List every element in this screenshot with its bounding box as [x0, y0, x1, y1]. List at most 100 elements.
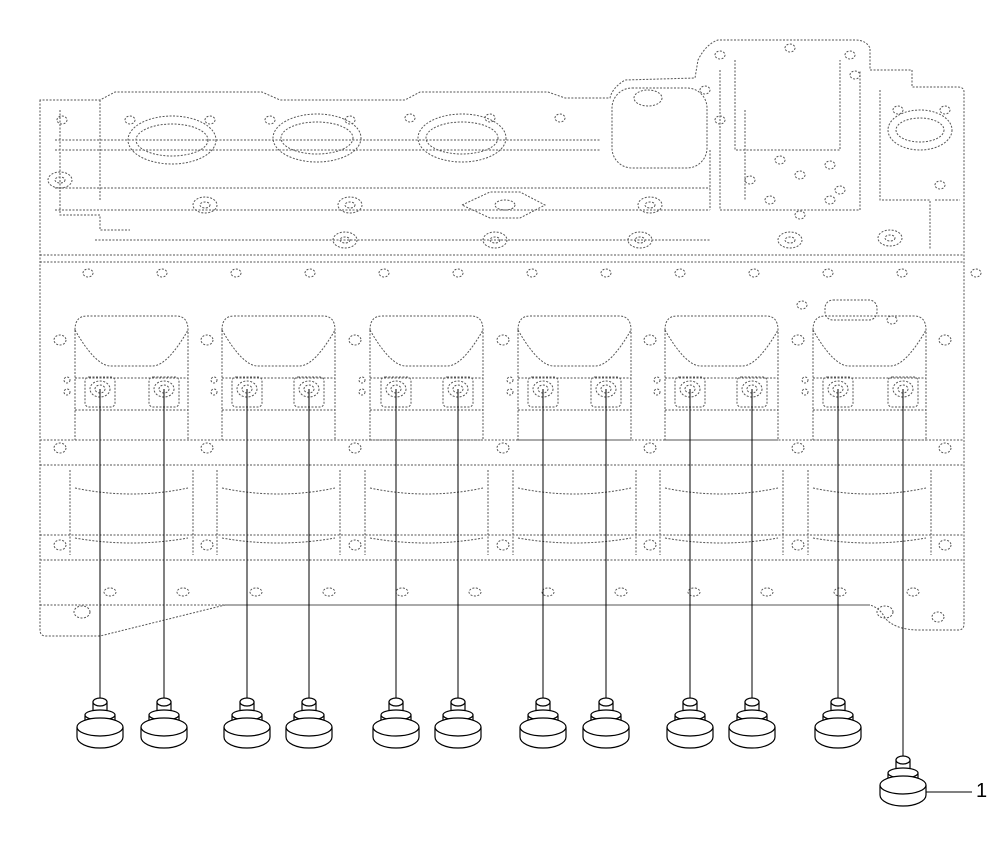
rib-hole	[496, 539, 510, 551]
plug-seat-hole	[600, 384, 612, 394]
deck-boss	[877, 229, 903, 247]
part-number-label: 1	[976, 780, 988, 802]
deck-lines	[55, 139, 710, 241]
plug-tip	[388, 697, 404, 707]
deck-boss-hole	[199, 201, 211, 209]
expansion-plug	[372, 697, 420, 749]
bottom-hole	[931, 611, 945, 623]
bay-lines	[221, 330, 335, 441]
plug-head-top	[434, 717, 482, 737]
expansion-plug	[728, 697, 776, 749]
deck-boss	[627, 231, 653, 249]
rib-hole	[53, 334, 67, 346]
port-inner	[895, 117, 945, 143]
rib-hole-small	[63, 388, 71, 396]
deck-boss-hole	[784, 236, 796, 244]
plug-tip	[239, 697, 255, 707]
plug-seat-hole	[452, 384, 464, 394]
rib-hole	[938, 442, 952, 454]
deck-boss	[637, 196, 663, 214]
deck-boss-hole	[339, 236, 351, 244]
plug-head-top	[666, 717, 714, 737]
plug-seat-hole	[94, 384, 106, 394]
cylinder-bay-top	[221, 315, 336, 440]
deck-boss-hole	[884, 234, 896, 242]
deck-boss	[47, 171, 73, 189]
band-hole	[822, 268, 834, 278]
cylinder-bay-top	[812, 315, 927, 440]
plug-head-top	[140, 717, 188, 737]
band-hole	[304, 268, 316, 278]
plug-tip	[450, 697, 466, 707]
rib-hole	[496, 442, 510, 454]
cylinder-bay-top	[664, 315, 779, 440]
plug-tip	[92, 697, 108, 707]
expansion-plug	[76, 697, 124, 749]
band-hole	[230, 268, 242, 278]
bottom-hole	[468, 587, 482, 597]
skirt-lines	[512, 470, 637, 555]
small-hole	[834, 185, 846, 195]
plug-head-top	[519, 717, 567, 737]
rib-hole	[348, 442, 362, 454]
rib-hole	[791, 539, 805, 551]
rib-hole-small	[506, 376, 514, 384]
small-hole	[849, 70, 861, 80]
rib-hole	[348, 539, 362, 551]
sensor-hole	[796, 300, 808, 310]
bearing-cap-curve	[74, 329, 189, 367]
plug-seat-hole	[832, 384, 844, 394]
cylinder-bay-top	[369, 315, 484, 440]
rib-hole	[938, 539, 952, 551]
skirt-lines	[659, 470, 784, 555]
deck-boss	[777, 231, 803, 249]
expansion-plug	[434, 697, 482, 749]
band-hole	[82, 268, 94, 278]
plug-head-top	[728, 717, 776, 737]
rib-hole	[348, 334, 362, 346]
small-hole	[124, 115, 136, 125]
bottom-hole	[395, 587, 409, 597]
bay-lines	[664, 330, 778, 441]
expansion-plug	[223, 697, 271, 749]
expansion-plug	[666, 697, 714, 749]
bearing-cap-curve	[517, 329, 632, 367]
plug-tip	[156, 697, 172, 707]
flange-plate	[460, 191, 547, 219]
rib-hole	[791, 442, 805, 454]
port-outer	[127, 115, 217, 165]
housing-detail	[709, 60, 861, 211]
bearing-cap-curve	[369, 329, 484, 367]
small-hole	[784, 43, 796, 53]
expansion-plug	[519, 697, 567, 749]
small-hole	[714, 50, 726, 60]
bay-lines	[74, 330, 188, 441]
small-hole	[824, 195, 836, 205]
small-hole	[56, 115, 68, 125]
plug-tip	[682, 697, 698, 707]
deck-boss	[192, 196, 218, 214]
small-hole	[699, 85, 711, 95]
bearing-cap-curve	[664, 329, 779, 367]
flange-hole	[494, 199, 516, 211]
rib-hole-small	[210, 388, 218, 396]
rib-hole	[643, 539, 657, 551]
bottom-hole	[833, 587, 847, 597]
rib-hole-small	[653, 388, 661, 396]
small-hole	[554, 113, 566, 123]
band-hole	[748, 268, 760, 278]
plug-head-top	[879, 775, 927, 795]
plug-seat-hole	[303, 384, 315, 394]
deck-boss-hole	[344, 201, 356, 209]
band-hole	[674, 268, 686, 278]
small-hole	[484, 113, 496, 123]
rib-hole-small	[358, 376, 366, 384]
rib-hole-small	[63, 376, 71, 384]
rib-hole	[496, 334, 510, 346]
deck-boss-hole	[54, 176, 66, 184]
bearing-cap-curve	[221, 329, 336, 367]
rib-hole-small	[358, 388, 366, 396]
small-hole	[934, 180, 946, 190]
plug-head-top	[814, 717, 862, 737]
small-hole	[404, 113, 416, 123]
